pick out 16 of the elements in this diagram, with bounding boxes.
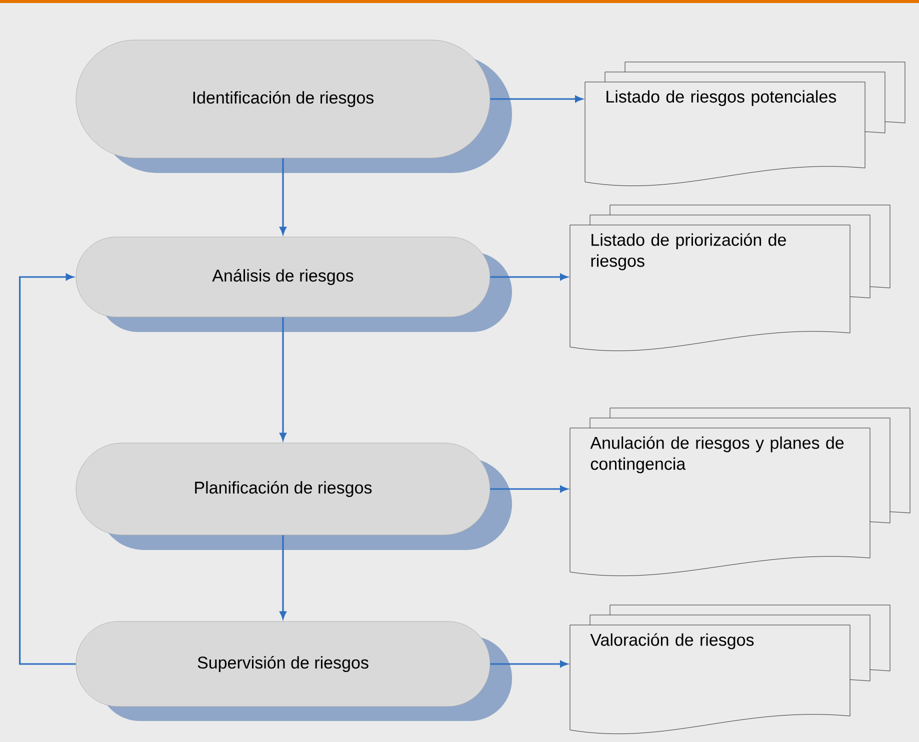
document-stack: Anulación de riesgos y planes de contingencia (570, 408, 910, 576)
arrow (19, 274, 76, 665)
arrow (280, 535, 286, 619)
document-stack: Listado de riesgos potenciales (584, 62, 906, 186)
process-box: Identificación de riesgos (76, 40, 512, 173)
arrow (490, 96, 583, 102)
arrow (490, 486, 568, 492)
document-stack: Valoración de riesgos (570, 604, 890, 734)
arrow (280, 158, 286, 234)
arrow (490, 660, 568, 668)
process-box: Supervisión de riesgos (76, 621, 512, 721)
arrow (280, 317, 286, 440)
process-box: Análisis de riesgos (76, 236, 512, 332)
arrow (490, 274, 568, 280)
process-box: Planificación de riesgos (76, 442, 512, 550)
document-stack: Listado de priorización de riesgos (570, 204, 890, 352)
